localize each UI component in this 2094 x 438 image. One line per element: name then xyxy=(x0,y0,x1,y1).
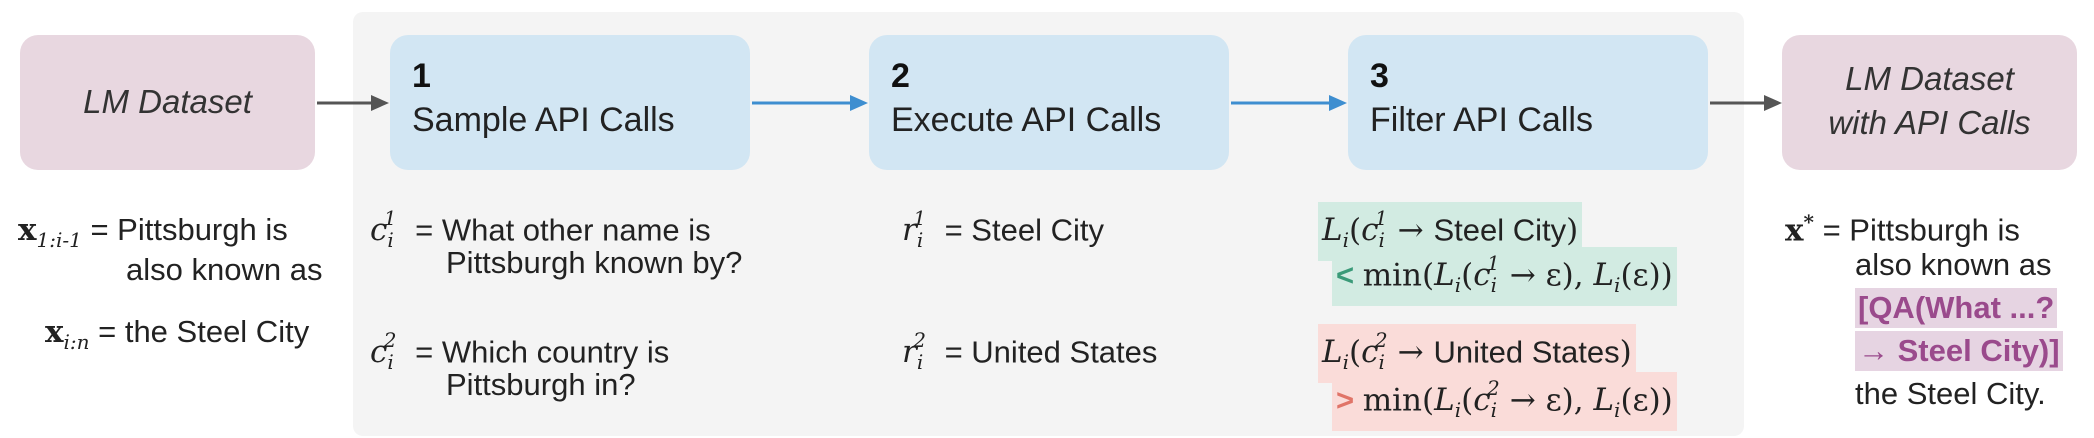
result-1: ri1 = Steel City xyxy=(902,206,1104,253)
api-call-2-line1: ci2 = Which country is xyxy=(370,328,670,375)
c2-question-line1: = Which country is xyxy=(406,334,670,370)
arrow-step2-to-step3 xyxy=(1231,95,1347,111)
step-1-label: Sample API Calls xyxy=(412,101,675,139)
step-1-number: 1 xyxy=(412,57,431,95)
lm-dataset-label: LM Dataset xyxy=(83,83,252,120)
lm-dataset-box: LM Dataset xyxy=(20,35,315,170)
input-suffix-line: xi:n = the Steel City xyxy=(45,314,310,355)
arrow-input-to-step1 xyxy=(317,95,389,111)
filter-loss-2-result: United States xyxy=(1433,334,1620,370)
step-2-number: 2 xyxy=(891,57,910,95)
xstar-text-line5: the Steel City. xyxy=(1855,376,2046,411)
input-prefix-line2: also known as xyxy=(126,252,323,287)
api-call-1-line1: ci1 = What other name is xyxy=(370,206,711,253)
greater-than-op: > xyxy=(1336,382,1355,418)
x1-text-line1: = Pittsburgh is xyxy=(81,212,288,247)
step-2-box: 2 Execute API Calls xyxy=(869,35,1229,170)
c1-question-line2: Pittsburgh known by? xyxy=(446,245,743,280)
filter-min-1: < min(Li(ci1→ ε), Li(ε)) xyxy=(1332,247,1677,306)
api-call-annotation-line2: → Steel City)] xyxy=(1855,331,2063,371)
step-2-label: Execute API Calls xyxy=(891,101,1162,139)
step-3-label: Filter API Calls xyxy=(1370,101,1593,139)
output-label-line1: LM Dataset xyxy=(1845,60,2014,97)
x2-text: = the Steel City xyxy=(89,314,310,349)
step-3-box: 3 Filter API Calls xyxy=(1348,35,1708,170)
less-than-op: < xyxy=(1336,257,1355,293)
r2-text: = United States xyxy=(935,334,1158,370)
output-label-line2: with API Calls xyxy=(1828,104,2031,141)
arrow-step1-to-step2 xyxy=(752,95,868,111)
result-2: ri2 = United States xyxy=(902,328,1158,375)
filter-loss-1-result: Steel City xyxy=(1433,212,1567,248)
arrow-step3-to-output xyxy=(1710,95,1782,111)
api-call-annotation-line1: [QA(What ...? xyxy=(1855,288,2058,328)
output-line1: x* = Pittsburgh is xyxy=(1785,210,2020,249)
input-prefix-line1: x1:i-1 = Pittsburgh is xyxy=(18,212,288,253)
c2-question-line2: Pittsburgh in? xyxy=(446,367,636,402)
step-1-box: 1 Sample API Calls xyxy=(390,35,750,170)
r1-text: = Steel City xyxy=(935,212,1104,248)
x1-subscript: 1:i-1 xyxy=(36,228,82,253)
step-3-number: 3 xyxy=(1370,57,1389,95)
lm-dataset-api-box: LM Dataset with API Calls xyxy=(1782,35,2077,170)
xstar-text-line1: = Pittsburgh is xyxy=(1813,212,2020,248)
xstar-text-line2: also known as xyxy=(1855,247,2052,282)
filter-min-2: > min(Li(ci2→ ε), Li(ε)) xyxy=(1332,372,1677,431)
c1-question-line1: = What other name is xyxy=(406,212,711,248)
x2-subscript: i:n xyxy=(63,330,90,355)
